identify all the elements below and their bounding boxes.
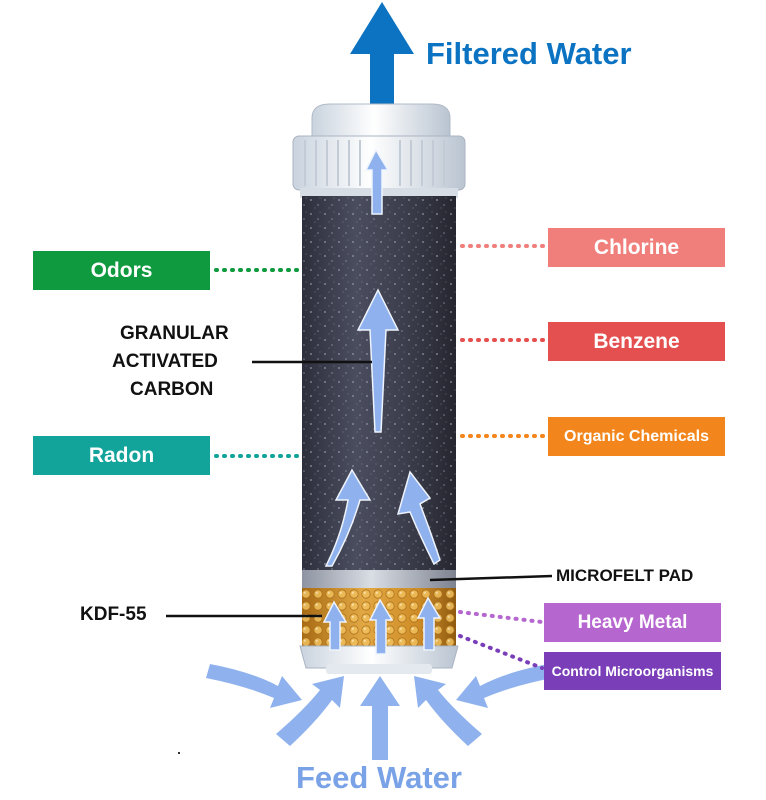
granular-label-line-2: ACTIVATED	[112, 351, 218, 372]
odors-label: Odors	[33, 251, 210, 290]
organic-chemicals-label: Organic Chemicals	[548, 417, 725, 456]
feed-flow-arrows	[206, 664, 552, 760]
granular-label-line-3: CARBON	[130, 379, 214, 400]
microfelt-pad-layer	[302, 570, 456, 590]
bottom-cap	[299, 645, 459, 674]
dotted-leader-icon	[214, 244, 546, 670]
radon-label: Radon	[33, 436, 210, 475]
filtered-water-title: Filtered Water	[426, 36, 632, 71]
benzene-label: Benzene	[548, 322, 725, 361]
microfelt-pad-label: MICROFELT PAD	[556, 566, 694, 585]
internal-flow-arrows	[322, 148, 442, 655]
granular-label-line-1: GRANULAR	[120, 323, 229, 344]
stray-mark	[178, 752, 180, 754]
chlorine-label: Chlorine	[548, 228, 725, 267]
filtered-water-arrow-icon	[350, 2, 414, 108]
heavy-metal-label: Heavy Metal	[544, 603, 721, 642]
solid-leader-lines	[166, 360, 553, 618]
feed-water-title: Feed Water	[296, 760, 462, 795]
kdf-label: KDF-55	[80, 604, 147, 625]
control-microorganisms-label: Control Microorganisms	[544, 652, 721, 690]
